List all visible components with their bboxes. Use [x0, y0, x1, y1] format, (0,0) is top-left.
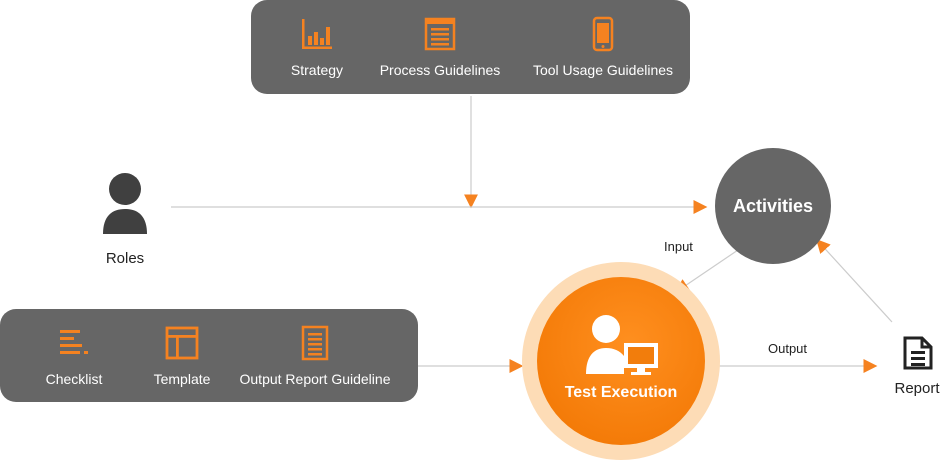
tool-usage-guidelines-item: Tool Usage Guidelines — [518, 16, 688, 78]
report-to-activities-line — [816, 238, 893, 323]
person-icon — [103, 173, 147, 234]
test-execution-label: Test Execution — [564, 384, 678, 401]
template-layout-icon — [165, 326, 199, 360]
checklist-item: Checklist — [0, 325, 159, 387]
checklist-label: Checklist — [45, 371, 103, 387]
output-report-guideline-label: Output Report Guideline — [239, 371, 391, 387]
report-label: Report — [894, 380, 940, 397]
process-guidelines-item: Process Guidelines — [355, 16, 525, 78]
output-edge-label: Output — [768, 341, 808, 356]
inputs-panel: Checklist Template Output Report Guideli… — [0, 309, 418, 402]
document-list-icon — [424, 17, 456, 51]
input-edge-label: Input — [664, 239, 693, 254]
tool-usage-guidelines-label: Tool Usage Guidelines — [532, 62, 674, 78]
template-label: Template — [153, 371, 211, 387]
process-guidelines-label: Process Guidelines — [379, 62, 501, 78]
roles-label: Roles — [105, 250, 145, 267]
strategy-item: Strategy — [232, 16, 402, 78]
activities-label: Activities — [732, 195, 814, 216]
checklist-icon — [60, 330, 88, 354]
activities-to-test-execution-line — [674, 249, 739, 293]
guidelines-panel: Strategy Process Guidelines Tool Usage G… — [251, 0, 690, 94]
mobile-device-icon — [592, 16, 614, 52]
template-item: Template — [97, 325, 267, 387]
user-computer-icon — [586, 315, 658, 375]
report-document-icon — [301, 325, 329, 361]
activities-node: Activities — [715, 148, 831, 264]
bar-chart-icon — [302, 19, 332, 49]
strategy-label: Strategy — [290, 62, 344, 78]
report-file-icon — [903, 336, 933, 370]
output-report-guideline-item: Output Report Guideline — [230, 325, 400, 387]
